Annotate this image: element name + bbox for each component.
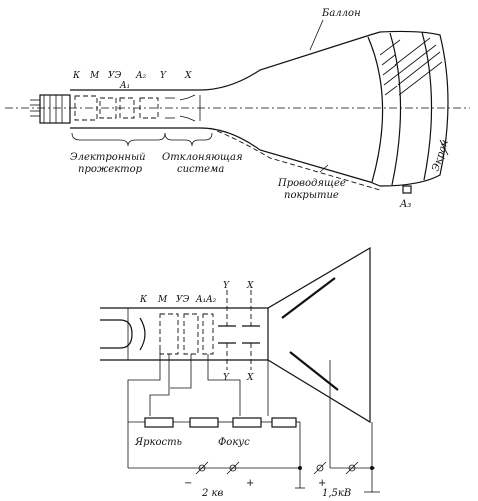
label-coat-2: покрытие [284, 190, 339, 201]
c-label-y-top: Y [223, 281, 230, 291]
c-label-m: М [157, 295, 168, 305]
c-label-ue: УЭ [176, 295, 190, 305]
label-gun-2: прожектор [78, 164, 143, 175]
label-screen: Экран [430, 139, 451, 173]
crt-tube-drawing: Баллон Экран К М УЭ A₁ A₂ Y X Электронны… [5, 8, 470, 210]
circuit-tube-outline [100, 246, 371, 424]
c-label-15kv: 1,5кВ [322, 488, 351, 499]
label-defl-1: Отклоняющая [162, 152, 243, 163]
label-coat-1: Проводящее [277, 178, 346, 189]
c-label-x-top: X [246, 281, 254, 291]
label-k: К [72, 71, 81, 81]
circuit-drawing: К М УЭ A₁A₂ Y X Y X Яркость Фокус − + 2 … [100, 246, 380, 499]
c-label-y-bot: Y [223, 373, 230, 383]
c-label-brightness: Яркость [134, 437, 182, 448]
c-label-focus: Фокус [218, 437, 250, 448]
label-m: М [89, 71, 100, 81]
label-balloon: Баллон [321, 8, 361, 19]
label-gun-1: Электронный [70, 152, 146, 163]
c-label-plus2: + [318, 478, 326, 489]
neck-upper [70, 31, 381, 91]
c-label-plus: + [246, 478, 254, 489]
label-defl-2: система [177, 164, 224, 175]
a3-terminal [402, 185, 412, 194]
c-label-x-bot: X [246, 373, 254, 383]
tube-base [39, 94, 71, 124]
label-ue: УЭ [108, 71, 122, 81]
neck-lower [70, 127, 381, 187]
label-a2: A₂ [135, 71, 146, 81]
c-label-2kv: 2 кв [201, 488, 224, 499]
screen-outline [379, 30, 449, 187]
label-a1: A₁ [119, 81, 130, 91]
label-a3: A₃ [399, 199, 411, 210]
c-label-k: К [139, 295, 148, 305]
c-label-minus: − [184, 478, 192, 489]
label-x: X [184, 71, 192, 81]
c-label-a1a2: A₁A₂ [195, 295, 217, 305]
label-y: Y [160, 71, 167, 81]
